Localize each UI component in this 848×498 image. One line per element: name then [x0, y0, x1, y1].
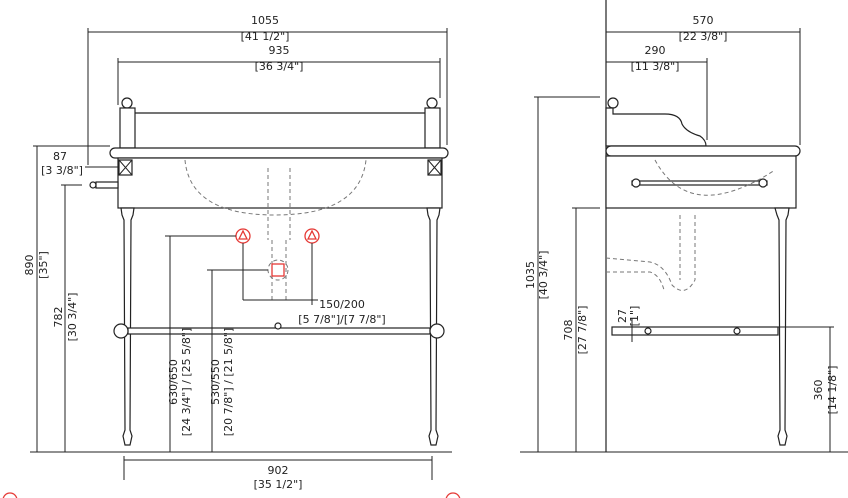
dim-label: 890 [23, 255, 36, 276]
rail-center-knob [274, 322, 282, 330]
dim-label: [3 3/8"] [41, 164, 83, 177]
dim-890 [33, 145, 110, 452]
dim-label: [35 1/2"] [254, 478, 303, 491]
dim-530-550 [207, 269, 268, 452]
dim-label: [11 3/8"] [631, 60, 680, 73]
left-corner-block [118, 159, 133, 176]
supply-right-marker-icon [304, 228, 320, 244]
dim-label: [1"] [628, 306, 641, 327]
dim-label: 1035 [524, 261, 537, 289]
dim-label: 87 [53, 150, 67, 163]
side-towel-bar [631, 180, 768, 186]
dim-label: [14 1/8"] [826, 366, 839, 415]
dim-label: [24 3/4"] / [25 5/8"] [180, 328, 193, 436]
marker-icon [2, 492, 18, 498]
p-trap-hidden [605, 215, 696, 291]
towel-bar-end [758, 178, 768, 188]
dim-150-200 [242, 243, 318, 305]
side-post-knob [607, 97, 619, 109]
rail-screw [644, 327, 652, 335]
dim-label: 935 [269, 44, 290, 57]
rail-cap-left [113, 323, 129, 339]
dim-290 [606, 58, 708, 140]
rail-cap-right [429, 323, 445, 339]
dim-label: 360 [812, 380, 825, 401]
dim-570 [606, 28, 801, 145]
dim-label: 1055 [251, 14, 279, 27]
drain-marker-icon [267, 259, 289, 281]
dim-label: [5 7/8"]/[7 7/8"] [298, 313, 385, 326]
dim-label: [35"] [37, 251, 50, 279]
basin-outline [184, 159, 367, 216]
front-view: 1055 [41 1/2"] 935 [36 3/4"] 87 [3 3/8"]… [2, 14, 461, 498]
dim-label: [30 3/4"] [66, 293, 79, 342]
dim-360 [778, 326, 834, 453]
side-countertop [605, 145, 801, 157]
dim-label: 150/200 [319, 298, 365, 311]
dim-782 [61, 184, 82, 452]
dim-935 [117, 58, 441, 105]
dim-630-650 [165, 235, 236, 452]
marker-icon [445, 492, 461, 498]
dim-label: [36 3/4"] [255, 60, 304, 73]
dim-label: [41 1/2"] [241, 30, 290, 43]
dim-label: 570 [693, 14, 714, 27]
right-post [424, 97, 441, 149]
dim-1035 [534, 96, 600, 452]
countertop [109, 147, 449, 159]
side-rail [611, 326, 779, 336]
supply-left-marker-icon [235, 228, 251, 244]
dim-label: 902 [268, 464, 289, 477]
towel-bar-end [631, 178, 641, 188]
drain-hidden [267, 168, 291, 300]
dim-label: 782 [52, 307, 65, 328]
left-post [119, 97, 136, 149]
dim-708 [572, 207, 600, 452]
apron [117, 157, 443, 209]
dim-label: 708 [562, 320, 575, 341]
left-leg [120, 207, 135, 446]
dim-label: [40 3/4"] [537, 251, 550, 300]
dim-label: [27 7/8"] [576, 306, 589, 355]
dim-label: [20 7/8"] / [21 5/8"] [222, 328, 235, 436]
dim-label: 27 [616, 309, 629, 323]
side-view: 570 [22 3/8"] 290 [11 3/8"] 1035 [40 3/4… [520, 0, 848, 453]
rail-screw [733, 327, 741, 335]
dim-label: 630/650 [167, 359, 180, 405]
right-corner-block [427, 159, 442, 176]
dim-902 [123, 456, 433, 480]
towel-bar-end [89, 181, 119, 189]
backsplash [605, 107, 707, 147]
dim-label: 290 [645, 44, 666, 57]
side-basin-outline [654, 159, 776, 196]
dim-label: 530/550 [209, 359, 222, 405]
dim-label: [22 3/8"] [679, 30, 728, 43]
dim-1055 [87, 28, 448, 165]
